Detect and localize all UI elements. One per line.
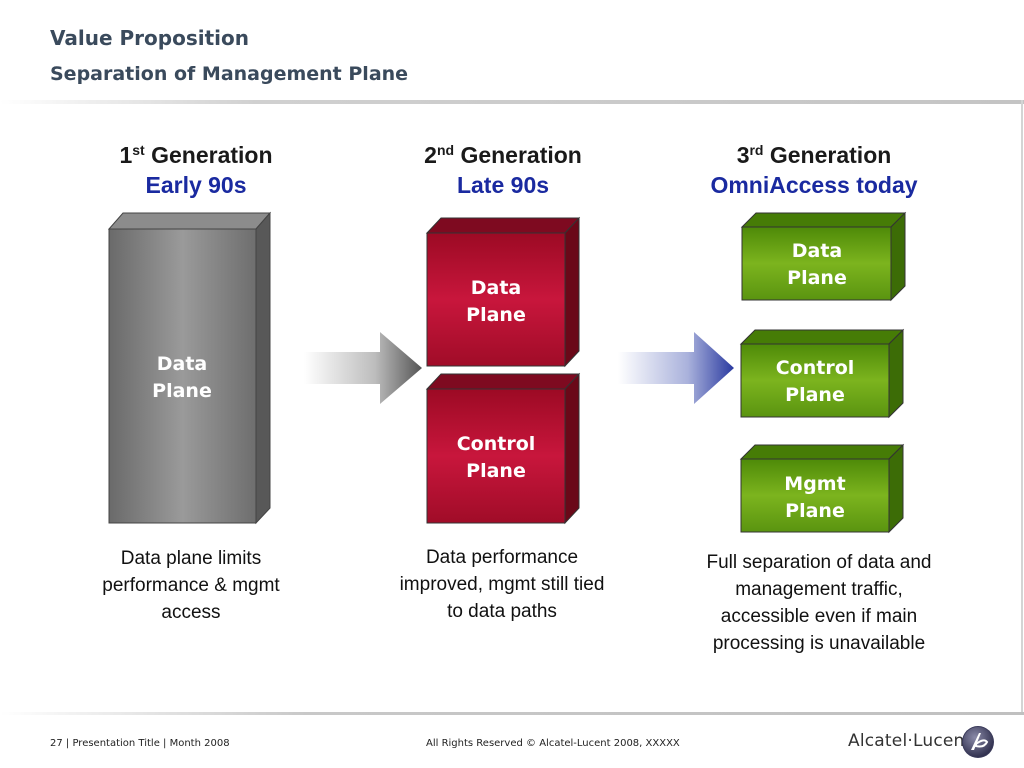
gen-1-box-label-line1: Data — [157, 353, 208, 375]
gen-1-suffix: st — [132, 142, 145, 158]
gen-1-label: Generation — [151, 142, 273, 168]
gen-3-header: 3rd Generation OmniAccess today — [684, 140, 944, 200]
gen-2-ordinal: 2 — [424, 142, 437, 168]
gen-3-control-plane-box: Control Plane — [739, 328, 905, 419]
gen-2-description: Data performance improved, mgmt still ti… — [399, 547, 605, 622]
gen-3-box-1-label-line1: Data — [792, 240, 843, 262]
gen-2-control-plane-box: Control Plane — [425, 372, 581, 525]
gen-2-box-2-label-line1: Control — [457, 433, 536, 455]
footer-page-info: 27 | Presentation Title | Month 2008 — [50, 738, 230, 749]
gen-1-description: Data plane limits performance & mgmt acc… — [102, 548, 280, 623]
gen-1-data-plane-box: Data Plane — [107, 211, 272, 525]
gen-3-suffix: rd — [749, 142, 764, 158]
gen-2-box-1-label-line1: Data — [471, 277, 522, 299]
alcatel-lucent-logo: Alcatel·Lucent — [848, 726, 998, 758]
footer-copyright: All Rights Reserved © Alcatel-Lucent 200… — [426, 738, 680, 749]
gen-3-box-2-label-line2: Plane — [785, 384, 845, 406]
arrow-gen1-to-gen2 — [304, 332, 422, 404]
title-divider — [0, 100, 1024, 104]
gen-2-box-2-label-line2: Plane — [466, 460, 526, 482]
gen-1-era: Early 90s — [145, 172, 247, 198]
right-edge-line — [1021, 100, 1023, 714]
slide-subtitle: Separation of Management Plane — [50, 63, 409, 85]
gen-1-box-label-line2: Plane — [152, 380, 212, 402]
gen-2-era: Late 90s — [456, 172, 550, 198]
gen-3-box-2-label-line1: Control — [776, 357, 855, 379]
gen-2-suffix: nd — [436, 142, 455, 158]
gen-3-era: OmniAccess today — [710, 172, 918, 198]
slide-title: Value Proposition — [50, 26, 249, 50]
footer-divider — [0, 712, 1024, 715]
alcatel-lucent-logo-icon — [962, 726, 994, 758]
gen-1-ordinal: 1 — [119, 142, 133, 168]
gen-3-data-plane-box: Data Plane — [740, 211, 907, 302]
gen-2-header: 2nd Generation Late 90s — [373, 140, 633, 200]
gen-1-header: 1st Generation Early 90s — [66, 140, 326, 200]
gen-3-mgmt-plane-box: Mgmt Plane — [739, 443, 905, 534]
gen-3-box-3-label-line1: Mgmt — [784, 473, 845, 495]
gen-3-ordinal: 3 — [736, 142, 750, 168]
gen-2-label: Generation — [460, 142, 582, 168]
gen-3-box-1-label-line2: Plane — [787, 267, 847, 289]
gen-3-label: Generation — [769, 142, 892, 168]
gen-3-description: Full separation of data and management t… — [706, 552, 932, 654]
gen-2-data-plane-box: Data Plane — [425, 216, 581, 368]
gen-2-box-1-label-line2: Plane — [466, 304, 526, 326]
gen-3-box-3-label-line2: Plane — [785, 500, 845, 522]
arrow-gen2-to-gen3 — [618, 332, 734, 404]
logo-wordmark: Alcatel·Lucent — [848, 731, 972, 751]
